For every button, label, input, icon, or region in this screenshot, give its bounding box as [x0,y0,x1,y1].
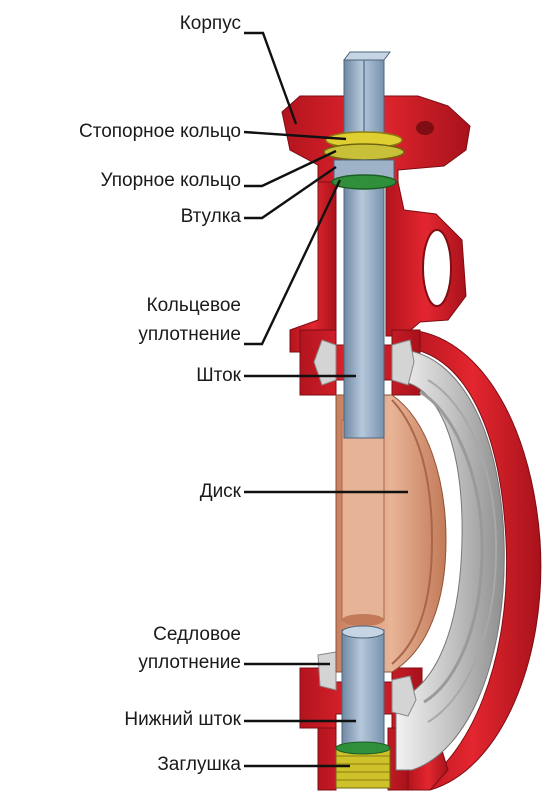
seat-liner [313,339,505,771]
label-body: Корпус [180,13,241,34]
labels: Корпус Стопорное кольцо Упорное кольцо В… [79,13,242,775]
leader-thrust-ring [244,149,337,188]
label-seat-line1: Седловое [153,624,241,645]
label-seat-line2: уплотнение [138,652,241,673]
label-retaining-ring: Стопорное кольцо [79,121,241,142]
leader-body [244,31,298,125]
label-disc: Диск [200,481,242,502]
label-stem: Шток [196,365,241,386]
disc [335,394,447,673]
label-plug: Заглушка [157,754,241,775]
plug [335,741,391,789]
label-o-ring-line2: уплотнение [138,324,241,345]
leader-bushing [244,166,337,220]
leader-lines [243,31,408,768]
label-o-ring-line1: Кольцевое [147,295,241,316]
leader-retaining-ring [243,130,347,141]
stem [343,51,391,439]
bushing [331,159,397,190]
lower-stem [341,625,385,751]
label-lower-stem: Нижний шток [124,709,241,730]
label-thrust-ring: Упорное кольцо [101,170,241,191]
leader-o-ring [244,179,342,346]
label-bushing: Втулка [181,206,242,227]
